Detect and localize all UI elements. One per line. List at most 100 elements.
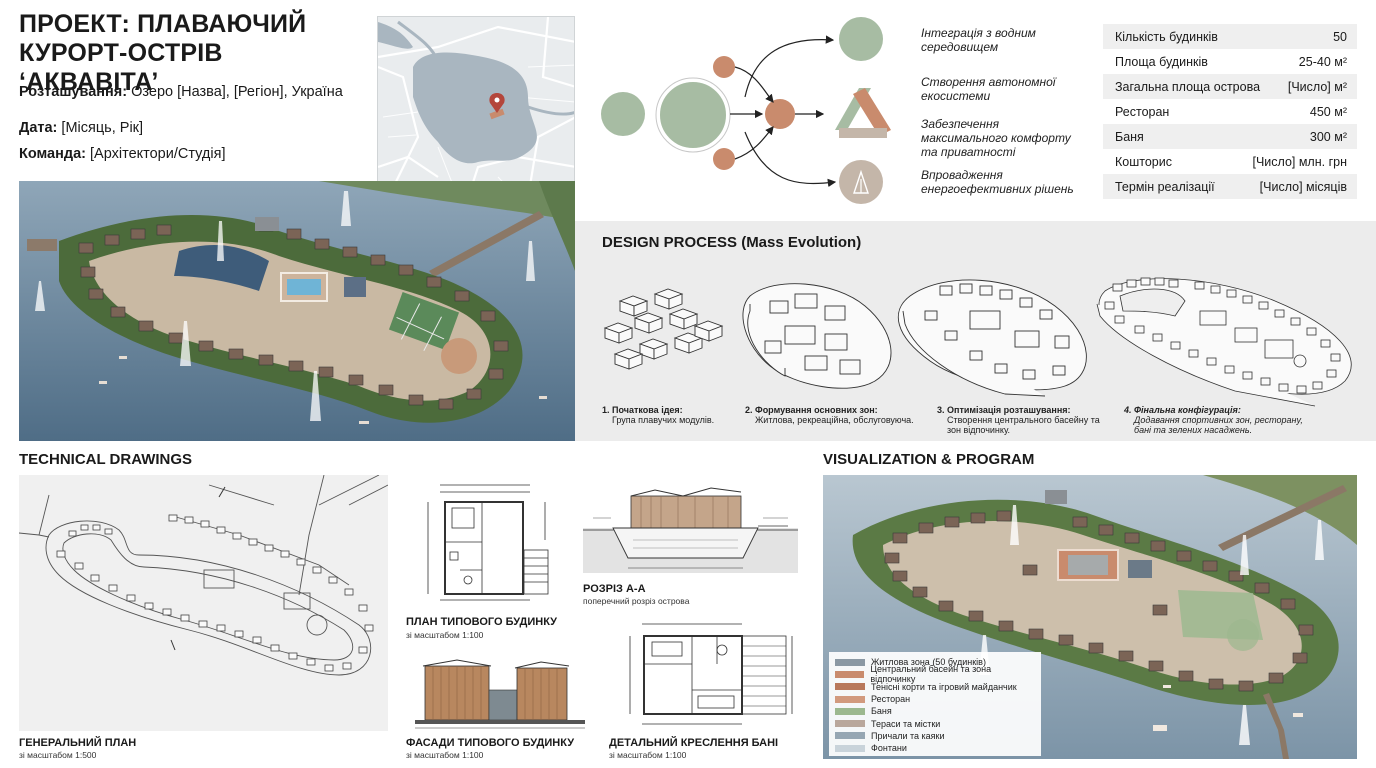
concept-label-3: Забезпечення максимального комфорту та п… bbox=[921, 117, 1071, 159]
step-title: 2. Формування основних зон: bbox=[745, 405, 878, 415]
process-step-3: 3. Оптимізація розташування:Створення це… bbox=[937, 405, 1107, 435]
stat-row: Баня 300 м² bbox=[1103, 124, 1357, 149]
stat-value: 50 bbox=[1333, 29, 1347, 44]
triangle-loop-icon bbox=[835, 88, 891, 138]
mass-evolution-graphic bbox=[603, 277, 1352, 407]
stat-value: [Число] м² bbox=[1287, 79, 1347, 94]
bath-scale: зі масштабом 1:100 bbox=[609, 750, 687, 760]
section-subtitle: поперечний розріз острова bbox=[583, 596, 690, 606]
step-desc: Житлова, рекреаційна, обслуговуюча. bbox=[755, 415, 914, 425]
legend-label: Житлова зона (50 будинків) bbox=[871, 657, 986, 668]
date-value: [Місяць, Рік] bbox=[57, 120, 144, 136]
legend-item: Житлова зона (50 будинків) bbox=[835, 656, 1035, 668]
map-graphic bbox=[378, 17, 574, 196]
stat-row: Загальна площа острова [Число] м² bbox=[1103, 74, 1357, 99]
concept-node-top bbox=[713, 56, 735, 78]
stat-value: [Число] місяців bbox=[1259, 179, 1347, 194]
location-value: Озеро [Назва], [Регіон], Україна bbox=[127, 84, 343, 100]
aerial-render-graphic bbox=[19, 181, 575, 441]
date-row: Дата: [Місяць, Рік] bbox=[19, 120, 143, 136]
concept-large-circle bbox=[658, 80, 728, 150]
step-desc: Група плавучих модулів. bbox=[612, 415, 715, 425]
concept-graphic bbox=[601, 17, 891, 204]
step-title: 4. Фінальна конфігурація: bbox=[1124, 405, 1241, 415]
legend-item: Тераси та містки bbox=[835, 717, 1035, 729]
technical-drawings-title: TECHNICAL DRAWINGS bbox=[19, 451, 193, 468]
facade-scale: зі масштабом 1:100 bbox=[406, 750, 484, 760]
location-row: Розташування: Озеро [Назва], [Регіон], У… bbox=[19, 84, 343, 100]
stat-label: Ресторан bbox=[1115, 104, 1170, 119]
legend-swatch bbox=[835, 732, 865, 740]
design-process-panel: DESIGN PROCESS (Mass Evolution) bbox=[575, 221, 1376, 441]
stat-label: Баня bbox=[1115, 129, 1144, 144]
stat-row: Кошторис[Число] млн. грн bbox=[1103, 149, 1357, 174]
title-line-2: КУРОРТ-ОСТРІВ ‘АКВАВІТА’ bbox=[19, 39, 223, 96]
legend-swatch bbox=[835, 720, 865, 728]
house-plan-drawing bbox=[427, 484, 549, 601]
stat-row: Площа будинків 25-40 м² bbox=[1103, 49, 1357, 74]
legend-label: Причали та каяки bbox=[871, 730, 945, 741]
house-plan-scale: зі масштабом 1:100 bbox=[406, 630, 484, 640]
legend-label: Центральний басейн та зона відпочинку bbox=[870, 664, 992, 685]
legend-swatch bbox=[835, 695, 865, 703]
stat-value: 450 м² bbox=[1309, 104, 1347, 119]
section-title: РОЗРІЗ А-А bbox=[583, 583, 646, 595]
process-step-1: 1. Початкова ідея:Група плавучих модулів… bbox=[602, 405, 714, 425]
location-label: Розташування: bbox=[19, 84, 128, 100]
step-3-optimization bbox=[897, 279, 1087, 397]
legend-item: Ресторан bbox=[835, 693, 1035, 705]
bath-drawing bbox=[629, 623, 793, 725]
team-label: Команда: bbox=[19, 146, 86, 162]
concept-small-circle bbox=[601, 92, 645, 136]
legend-swatch bbox=[835, 707, 865, 715]
step-title: 1. Початкова ідея: bbox=[602, 405, 683, 415]
legend-swatch bbox=[835, 683, 865, 691]
concept-label-4: Впровадження енергоефективних рішень bbox=[921, 168, 1074, 196]
legend-swatch bbox=[835, 744, 865, 752]
team-value: [Архітектори/Студія] bbox=[85, 146, 226, 162]
concept-label-1: Інтеграція з водним середовищем bbox=[921, 26, 1036, 54]
stat-label: Площа будинків bbox=[1115, 54, 1208, 69]
concept-diagram: Інтеграція з водним середовищем Створенн… bbox=[595, 12, 1085, 217]
step-title: 3. Оптимізація розташування: bbox=[937, 405, 1071, 415]
legend-swatch bbox=[835, 670, 865, 678]
step-desc: Створення центрального басейну та зон ві… bbox=[947, 415, 1100, 435]
aerial-render bbox=[19, 181, 575, 441]
step-1-modules bbox=[603, 288, 724, 370]
stat-label: Кошторис bbox=[1115, 154, 1172, 169]
legend-label: Фонтани bbox=[871, 743, 907, 754]
map-pin-icon bbox=[489, 93, 505, 120]
legend-item: Причали та каяки bbox=[835, 730, 1035, 742]
step-2-zones bbox=[742, 283, 892, 389]
date-label: Дата: bbox=[19, 120, 58, 136]
master-plan-drawing bbox=[19, 475, 388, 731]
legend-label: Тенісні корти та ігровий майданчик bbox=[871, 681, 1017, 692]
legend-item: Баня bbox=[835, 705, 1035, 717]
process-step-4: 4. Фінальна конфігурація:Додавання спорт… bbox=[1124, 405, 1314, 435]
bath-title: ДЕТАЛЬНИЙ КРЕСЛЕННЯ БАНІ bbox=[609, 737, 779, 749]
visualization-title: VISUALIZATION & PROGRAM bbox=[823, 451, 1035, 468]
stat-value: 25-40 м² bbox=[1298, 54, 1347, 69]
team-row: Команда: [Архітектори/Студія] bbox=[19, 146, 225, 162]
legend-item: Центральний басейн та зона відпочинку bbox=[835, 664, 1035, 684]
legend-label: Тераси та містки bbox=[871, 718, 941, 729]
green-circle-icon bbox=[839, 17, 883, 61]
title-line-1: ПРОЕКТ: ПЛАВАЮЧИЙ bbox=[19, 10, 307, 38]
process-step-2: 2. Формування основних зон:Житлова, рекр… bbox=[745, 405, 914, 425]
legend-item: Фонтани bbox=[835, 742, 1035, 754]
program-legend: Житлова зона (50 будинків) Центральний б… bbox=[829, 652, 1041, 756]
section-arrow-icon bbox=[218, 486, 226, 498]
legend-label: Баня bbox=[871, 706, 892, 717]
master-plan-scale: зі масштабом 1:500 bbox=[19, 750, 97, 760]
step-desc: Додавання спортивних зон, ресторану, бан… bbox=[1134, 415, 1303, 435]
concept-label-2: Створення автономної екосистеми bbox=[921, 75, 1056, 103]
master-plan-graphic bbox=[19, 475, 388, 676]
stat-value: 300 м² bbox=[1309, 129, 1347, 144]
master-plan-title: ГЕНЕРАЛЬНИЙ ПЛАН bbox=[19, 737, 137, 749]
concept-node-bottom bbox=[713, 148, 735, 170]
legend-item: Тенісні корти та ігровий майданчик bbox=[835, 681, 1035, 693]
location-map bbox=[377, 16, 575, 197]
stat-label: Загальна площа острова bbox=[1115, 79, 1261, 94]
